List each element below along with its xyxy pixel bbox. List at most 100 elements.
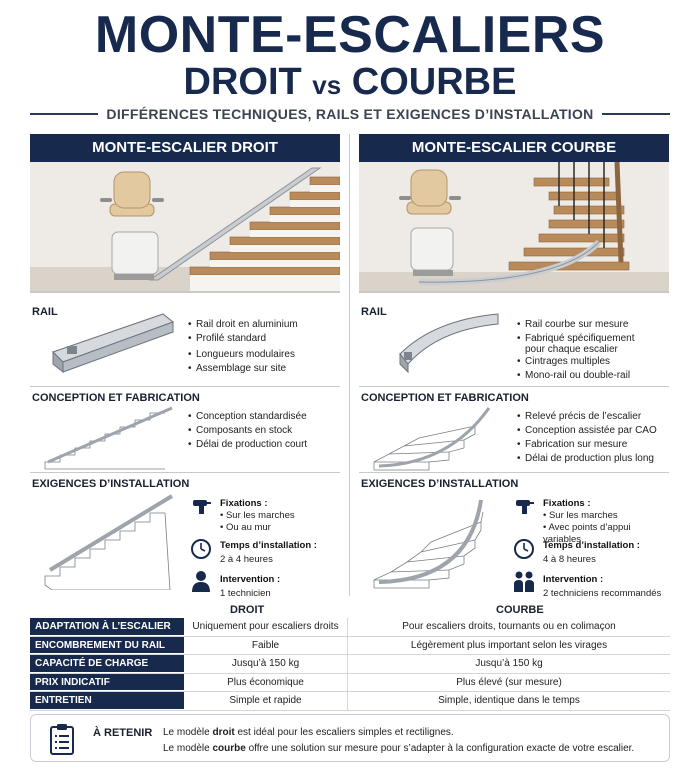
label-installation-courbe: EXIGENCES D’INSTALLATION [361,478,519,490]
divider [359,292,669,293]
curved-rail-icon [399,313,499,374]
heading-courbe: MONTE-ESCALIER COURBE [359,134,669,162]
photo-curved-stairlift [359,162,669,292]
cell-courbe: Jusqu’à 150 kg [475,658,543,670]
row-label: PRIX INDICATIF [30,673,184,692]
label-conception-courbe: CONCEPTION ET FABRICATION [361,392,529,404]
bullet: Fabrication sur mesure [517,438,657,452]
intervention-value: 1 technicien [220,588,271,599]
straight-stairlift-illustration [30,162,340,291]
table-row: CAPACITÉ DE CHARGE Jusqu’à 150 kg Jusqu’… [30,655,670,674]
bullet: Rail droit en aluminium [188,318,298,332]
clipboard-icon [50,724,74,755]
fixations-droit: Fixations : • Sur les marches • Ou au mu… [220,498,295,534]
time-title: Temps d’installation : [543,540,640,551]
label-rail-droit: RAIL [32,306,58,318]
key-takeaway-box: À RETENIR Le modèle droit est idéal pour… [30,714,670,762]
curved-install-sketch-icon [373,499,484,589]
bullet: Assemblage sur site [188,362,298,376]
straight-rail-icon [52,313,175,374]
drill-icon [193,500,211,514]
column-divider [349,134,350,596]
bullet: Longueurs modulaires [188,348,298,362]
bullet: Cintrages multiples [517,355,635,369]
cell-courbe: Plus élevé (sur mesure) [456,676,562,688]
cell-courbe: Simple, identique dans le temps [438,695,580,707]
column-courbe: MONTE-ESCALIER COURBE [359,134,669,599]
bullet: Conception assistée par CAO [517,424,657,438]
cell-droit: Faible [184,636,348,655]
time-value: 4 à 8 heures [543,554,596,565]
takeaway-text: Le modèle droit est idéal pour les escal… [163,725,634,757]
subtitle: DIFFÉRENCES TECHNIQUES, RAILS ET EXIGENC… [106,106,594,122]
time-title: Temps d’installation : [220,540,317,551]
table-row: ADAPTATION À L’ESCALIER Uniquement pour … [30,618,670,637]
takeaway-title: À RETENIR [93,727,153,739]
bullet: Délai de production court [188,438,307,452]
divider [30,292,340,293]
intervention-title: Intervention : [220,574,281,585]
heading-droit: MONTE-ESCALIER DROIT [30,134,340,162]
fix-item: • Avec points d’appui variables [543,522,631,545]
conception-bullets-courbe: Relevé précis de l’escalier Conception a… [517,410,657,466]
straight-stair-sketch-icon [44,406,173,470]
label-rail-courbe: RAIL [361,306,387,318]
bullet: Composants en stock [188,424,307,438]
takeaway-line-1: Le modèle droit est idéal pour les escal… [163,727,454,738]
subtitle-bar: DIFFÉRENCES TECHNIQUES, RAILS ET EXIGENC… [30,104,671,124]
main-title: MONTE-ESCALIERS [94,6,606,64]
intervention-value: 2 techniciens recommandés [543,588,662,599]
time-droit: Temps d’installation : 2 à 4 heures [220,540,317,566]
divider [30,472,340,473]
cell-droit: Simple et rapide [184,692,348,710]
divider [359,472,669,473]
clock-icon [514,539,534,559]
divider [30,386,340,387]
table-row: ENCOMBREMENT DU RAIL Faible Légèrement p… [30,636,670,656]
cell-droit: Plus économique [184,673,348,692]
fix-item: • Ou au mur [220,522,271,533]
secondary-title: DROIT vs COURBE [0,60,700,107]
technician-icon [192,571,210,592]
title-droit: DROIT [183,61,302,103]
straight-install-sketch-icon [44,494,174,590]
comparison-col-droit: DROIT [230,604,265,616]
fix-item: • Sur les marches [220,510,295,521]
cell-courbe: Pour escaliers droits, tournants ou en c… [402,621,616,632]
row-label: ADAPTATION À L’ESCALIER [30,618,184,636]
label-installation-droit: EXIGENCES D’INSTALLATION [32,478,190,490]
cell-droit: Uniquement pour escaliers droits [184,618,348,636]
divider [359,386,669,387]
table-row: ENTRETIEN Simple et rapide Simple, ident… [30,692,670,711]
comparison-col-courbe: COURBE [496,604,544,616]
curved-stair-sketch-icon [373,407,491,471]
table-row: PRIX INDICATIF Plus économique Plus élev… [30,673,670,693]
row-label: CAPACITÉ DE CHARGE [30,655,184,673]
conception-bullets-droit: Conception standardisée Composants en st… [188,410,307,452]
time-courbe: Temps d’installation : 4 à 8 heures [543,540,640,566]
fix-item: • Sur les marches [543,510,618,521]
subtitle-rule-right [601,113,671,115]
two-technicians-icon [514,571,534,592]
comparison-table: ADAPTATION À L’ESCALIER Uniquement pour … [30,618,670,711]
fixations-title: Fixations : [220,498,268,509]
clock-icon [191,539,211,559]
rail-bullets-courbe: Rail courbe sur mesure Fabriqué spécifiq… [517,318,635,383]
column-droit: MONTE-ESCALIER DROIT [30,134,340,599]
title-vs: vs [312,70,342,100]
takeaway-line-2: Le modèle courbe offre une solution sur … [163,743,635,754]
bullet: Rail courbe sur mesure [517,318,635,332]
bullet: Mono-rail ou double-rail [517,369,635,383]
rail-bullets-droit: Rail droit en aluminium Profilé standard… [188,318,298,376]
fixations-title: Fixations : [543,498,591,509]
bullet: Relevé précis de l’escalier [517,410,657,424]
intervention-droit: Intervention : 1 technicien [220,574,280,600]
drill-icon [516,500,534,514]
time-value: 2 à 4 heures [220,554,273,565]
row-label: ENTRETIEN [30,692,184,710]
bullet: Conception standardisée [188,410,307,424]
curved-stairlift-illustration [359,162,669,291]
cell-courbe: Légèrement plus important selon les vira… [410,639,608,651]
row-label: ENCOMBREMENT DU RAIL [30,636,184,655]
